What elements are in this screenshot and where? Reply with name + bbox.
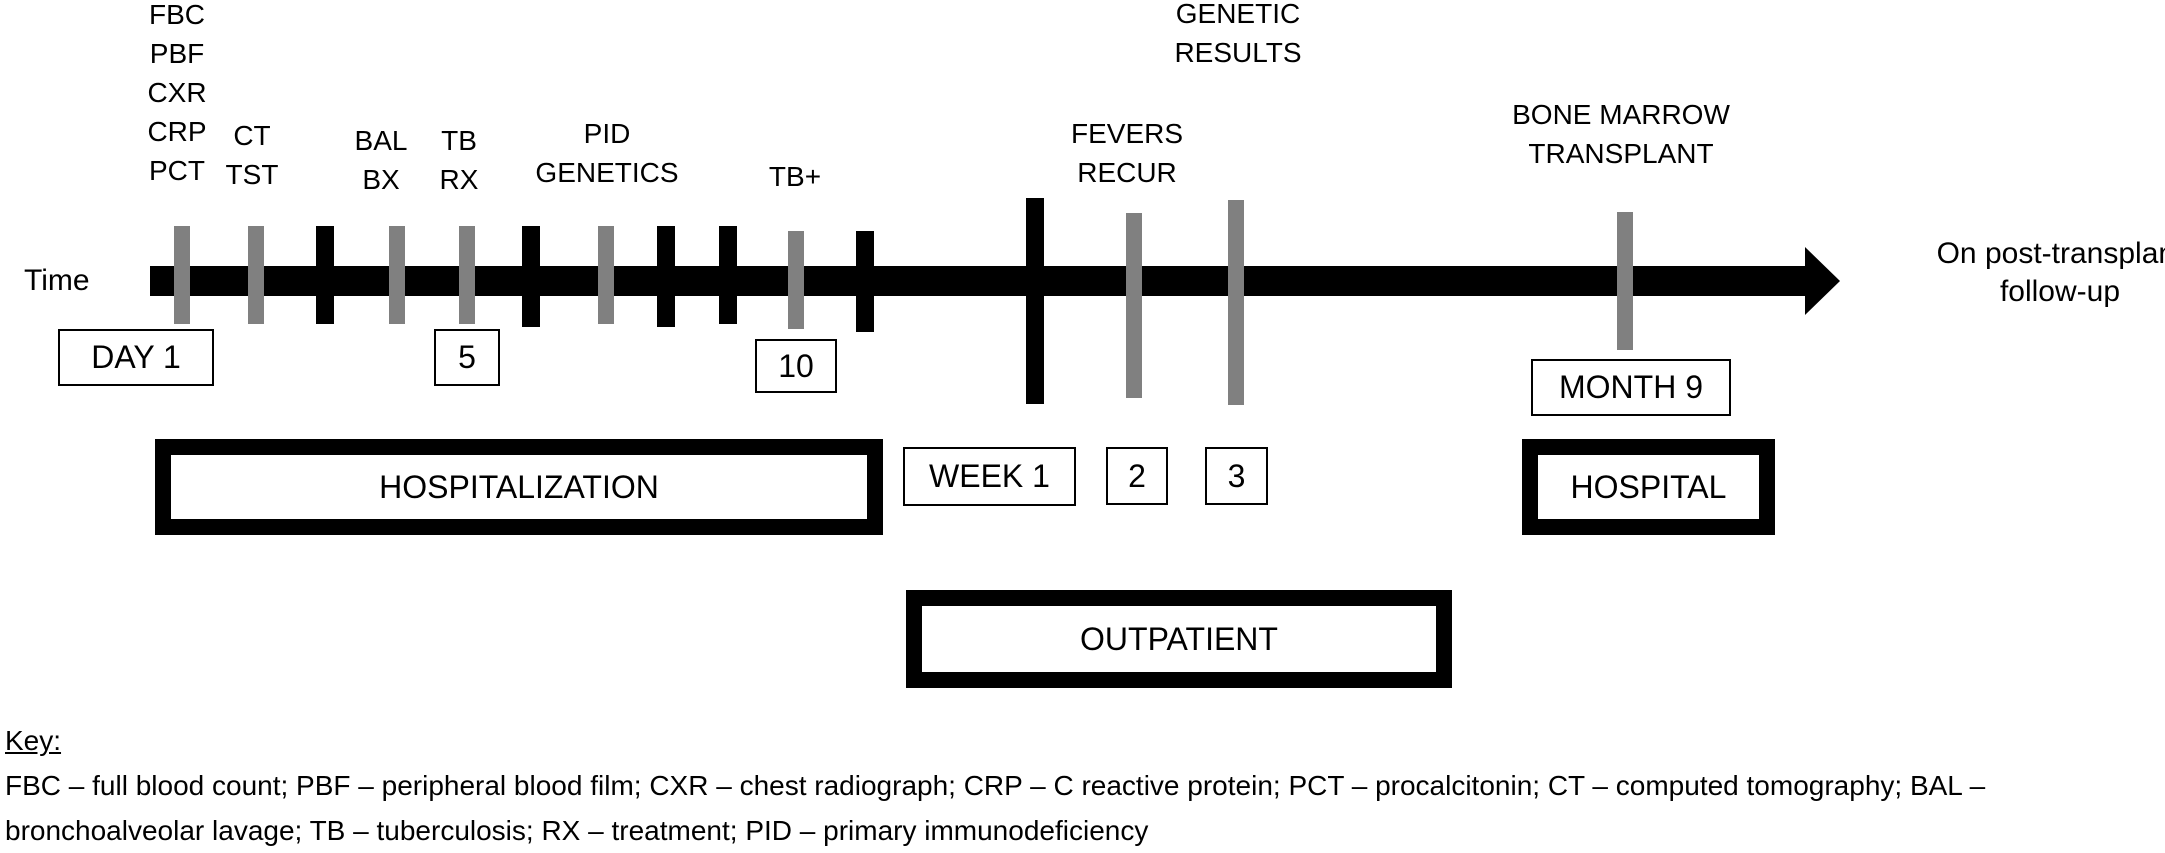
phase-hospital: HOSPITAL xyxy=(1522,439,1775,535)
event-line: PID xyxy=(583,118,631,149)
key-text: FBC – full blood count; PBF – peripheral… xyxy=(5,770,1986,846)
event-line: TB xyxy=(441,125,477,156)
marker-week-2: 2 xyxy=(1106,447,1168,505)
event-tick-day1 xyxy=(174,226,190,324)
event-line: PBF xyxy=(149,38,205,69)
event-tick-tb-positive xyxy=(788,231,804,329)
phase-outpatient: OUTPATIENT xyxy=(906,590,1452,688)
event-tick-pid xyxy=(598,226,614,324)
event-label-initial-tests: FBC PBF CXR CRP PCT xyxy=(147,0,206,190)
event-line: RX xyxy=(439,164,479,195)
timeline-tick xyxy=(657,226,675,327)
event-tick-ct xyxy=(248,226,264,324)
marker-day-1: DAY 1 xyxy=(58,329,214,386)
phase-hospitalization: HOSPITALIZATION xyxy=(155,439,883,535)
event-line: FBC xyxy=(149,0,205,30)
event-label-ct-tst: CT TST xyxy=(226,116,279,194)
event-label-bal-bx: BAL BX xyxy=(355,121,408,199)
event-tick-tb-rx xyxy=(459,226,475,324)
timeline-tick xyxy=(522,226,540,327)
event-label-pid-genetics: PID GENETICS xyxy=(535,114,678,192)
event-label-fevers-recur: FEVERS RECUR xyxy=(1071,114,1183,192)
marker-day-10: 10 xyxy=(755,339,837,393)
follow-up-line-2: follow-up xyxy=(1999,275,2121,308)
event-label-bone-marrow-transplant: BONE MARROW TRANSPLANT xyxy=(1512,95,1730,173)
event-line: GENETIC xyxy=(1175,0,1301,29)
time-axis-label: Time xyxy=(24,264,90,297)
event-line: RESULTS xyxy=(1174,37,1302,68)
event-line: RECUR xyxy=(1077,157,1177,188)
marker-week-1: WEEK 1 xyxy=(903,447,1076,506)
event-label-tb-positive: TB+ xyxy=(769,157,821,196)
event-line: BAL xyxy=(354,125,408,156)
event-line: CXR xyxy=(147,77,207,108)
timeline-tick-week1 xyxy=(1026,198,1044,404)
event-line: CRP xyxy=(147,116,207,147)
key-title: Key: xyxy=(5,725,62,756)
event-line: FEVERS xyxy=(1070,118,1184,149)
timeline-tick xyxy=(316,226,334,324)
timeline-tick xyxy=(719,226,737,324)
event-label-tb-rx: TB RX xyxy=(440,121,479,199)
event-tick-bal xyxy=(389,226,405,324)
follow-up-label: On post-transplant follow-up xyxy=(1937,235,2165,311)
event-line: TB+ xyxy=(768,161,822,192)
event-line: TST xyxy=(225,159,279,190)
event-tick-transplant xyxy=(1617,212,1633,350)
event-line: PCT xyxy=(149,155,205,186)
event-tick-genetic-results xyxy=(1228,200,1244,405)
marker-month-9: MONTH 9 xyxy=(1531,359,1731,416)
abbreviation-key: Key: FBC – full blood count; PBF – perip… xyxy=(5,718,2155,853)
event-line: GENETICS xyxy=(535,157,679,188)
event-line: CT xyxy=(233,120,271,151)
follow-up-line-1: On post-transplant xyxy=(1936,237,2165,270)
event-tick-fevers xyxy=(1126,213,1142,398)
marker-week-3: 3 xyxy=(1205,447,1268,505)
event-line: TRANSPLANT xyxy=(1528,138,1714,169)
event-line: BONE MARROW xyxy=(1512,99,1730,130)
event-line: BX xyxy=(362,164,400,195)
event-label-genetic-results: GENETIC RESULTS xyxy=(1174,0,1301,72)
timeline-tick xyxy=(856,231,874,332)
marker-day-5: 5 xyxy=(434,329,500,386)
